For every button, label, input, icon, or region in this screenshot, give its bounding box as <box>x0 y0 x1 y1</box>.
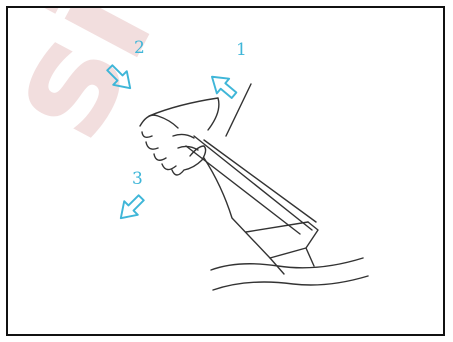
illustration-frame: sic <box>6 6 445 336</box>
arrow-up-right-icon <box>206 69 240 102</box>
step-label-1: 1 <box>236 42 247 59</box>
illustration <box>8 8 443 334</box>
hand-outline <box>140 115 206 175</box>
lever-edge <box>204 140 316 222</box>
wave-line <box>213 276 368 290</box>
step-label-3: 3 <box>132 171 143 188</box>
guide-line <box>226 84 251 136</box>
wave-line <box>211 258 363 270</box>
arrow-down-left-icon <box>114 191 148 225</box>
arm-outline <box>149 98 219 130</box>
arrow-down-right-icon <box>103 61 137 95</box>
step-label-2: 2 <box>134 40 145 57</box>
